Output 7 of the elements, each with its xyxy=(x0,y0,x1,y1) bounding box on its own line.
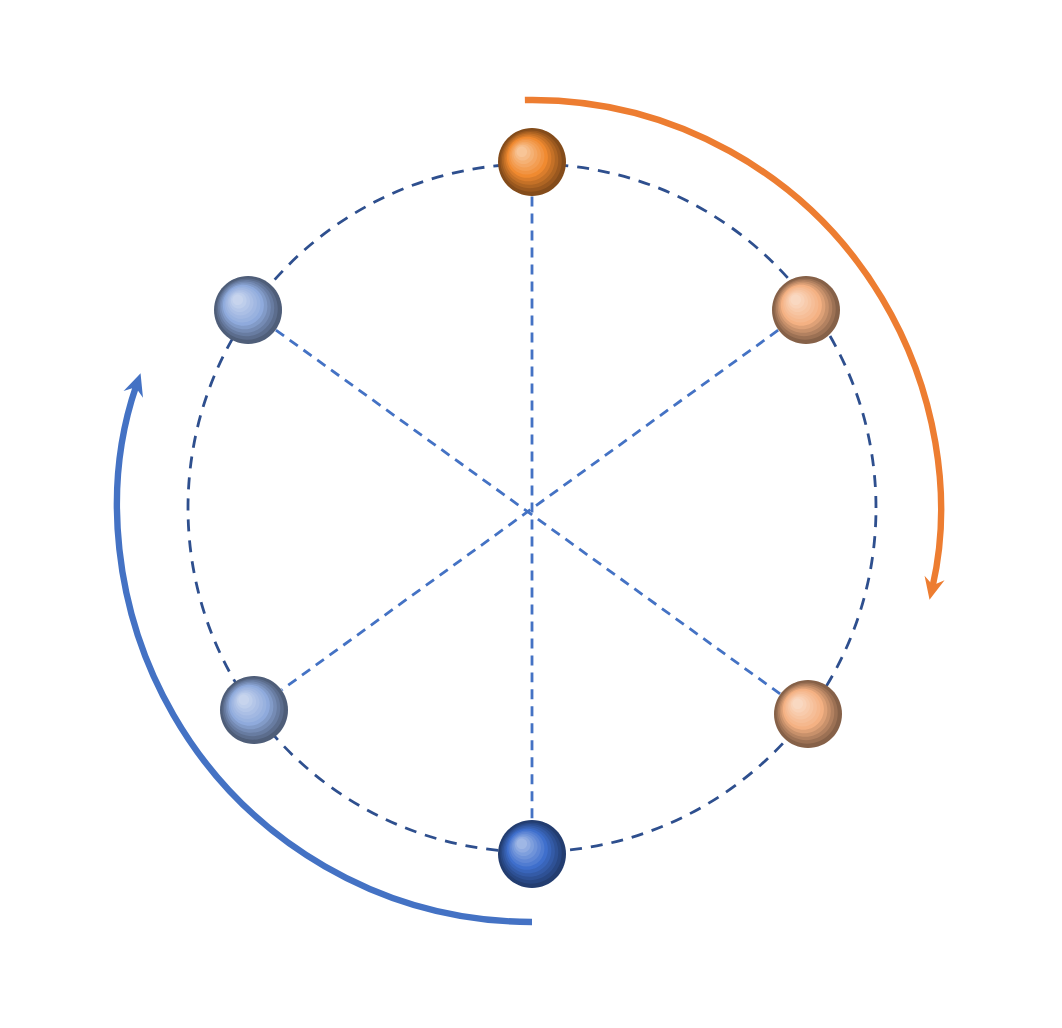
sphere xyxy=(214,276,282,344)
sphere xyxy=(772,276,840,344)
sphere xyxy=(498,820,566,888)
sphere xyxy=(498,128,566,196)
sphere xyxy=(220,675,288,744)
dashed-line xyxy=(530,196,534,820)
sphere xyxy=(774,679,842,748)
